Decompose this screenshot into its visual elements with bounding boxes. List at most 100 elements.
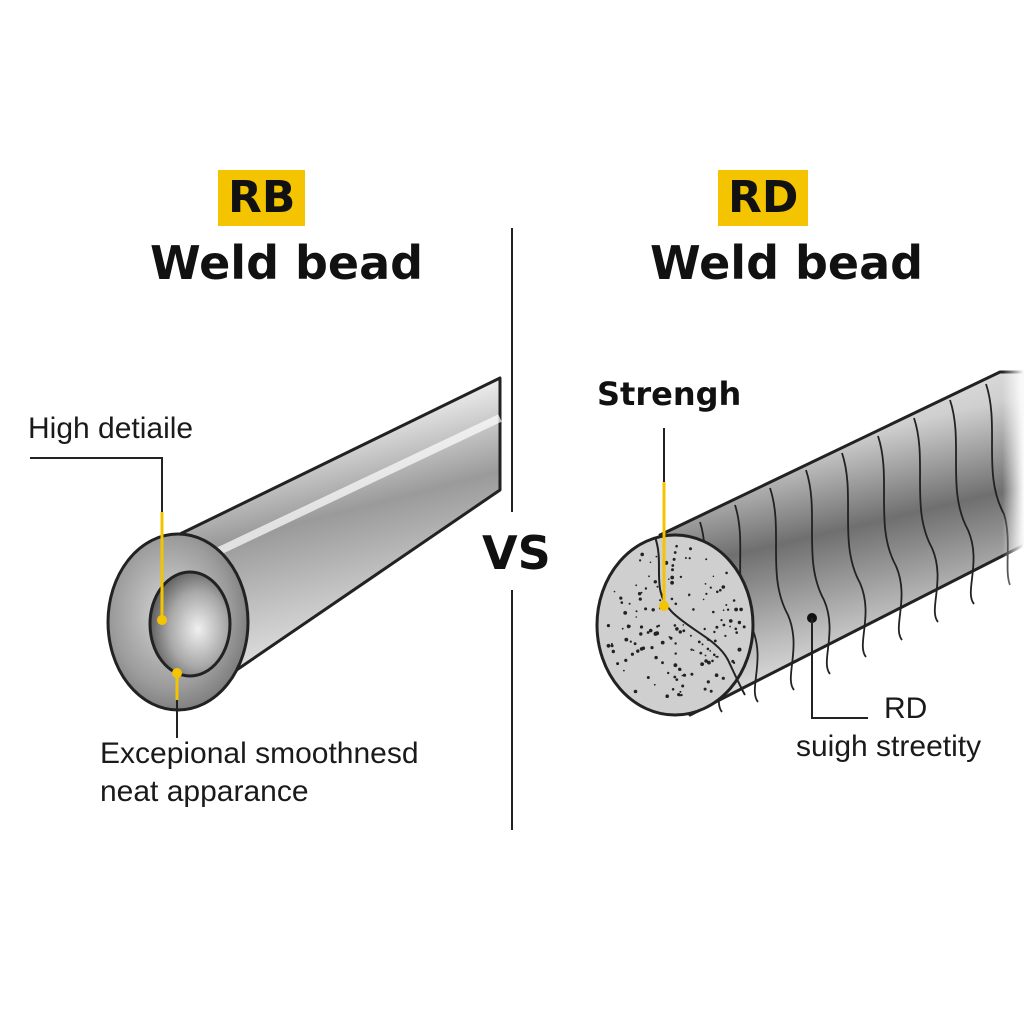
speckle [635, 584, 638, 587]
right-label-bottom-1: RD [884, 692, 928, 725]
speckle [722, 609, 725, 611]
speckle [704, 659, 708, 663]
speckle [673, 675, 677, 679]
speckle [706, 680, 710, 684]
speckle [659, 599, 662, 602]
speckle [705, 558, 708, 561]
left-badge: RB [218, 170, 306, 226]
speckle [633, 689, 638, 694]
callout-line-top [30, 457, 163, 512]
speckle [610, 644, 614, 648]
speckle [639, 559, 642, 562]
left-label-top: High detiaile [28, 412, 194, 445]
speckle [668, 636, 671, 638]
speckle [675, 544, 678, 548]
right-title: Weld bead [650, 236, 924, 290]
speckle [713, 639, 717, 643]
speckle [678, 630, 682, 634]
speckle [739, 607, 743, 612]
speckle [704, 583, 707, 585]
right-label-bottom-2: suigh streetity [796, 730, 982, 763]
speckle [688, 557, 691, 560]
speckle [677, 693, 681, 697]
speckle [732, 599, 736, 602]
speckle [684, 557, 687, 559]
speckle [611, 642, 613, 645]
speckle [711, 659, 714, 663]
speckle [716, 590, 719, 594]
speckle [660, 640, 665, 645]
speckle [712, 575, 715, 578]
speckle [713, 630, 716, 634]
speckle [705, 592, 708, 596]
right-badge: RD [718, 170, 809, 226]
speckle [682, 624, 685, 626]
speckle [648, 575, 650, 578]
speckle [709, 650, 712, 652]
speckle [629, 640, 632, 643]
speckle [619, 596, 623, 600]
speckle [737, 620, 742, 625]
speckle [725, 604, 728, 606]
speckle [668, 578, 670, 580]
speckle [640, 591, 643, 594]
speckle [706, 638, 710, 641]
speckle [721, 676, 725, 680]
speckle [722, 623, 726, 627]
speckle [721, 585, 726, 589]
speckle [729, 625, 731, 628]
speckle [709, 586, 712, 589]
speckle [679, 575, 683, 579]
speckle [689, 547, 692, 551]
speckle [726, 608, 730, 611]
speckle [675, 627, 679, 631]
speckle [690, 648, 693, 651]
speckle [689, 634, 692, 637]
speckle [661, 661, 664, 665]
speckle [624, 637, 629, 642]
speckle [735, 631, 738, 634]
speckle [633, 642, 637, 646]
speckle [673, 551, 677, 554]
speckle [670, 580, 674, 585]
speckle [703, 687, 707, 691]
speckle [692, 608, 695, 611]
speckle [716, 655, 719, 658]
speckle [734, 627, 738, 631]
speckle [649, 561, 652, 564]
speckle [656, 625, 659, 628]
speckle [644, 587, 648, 590]
speckle [670, 597, 674, 601]
speckle [621, 627, 624, 630]
speckle [725, 571, 728, 575]
speckle [665, 694, 669, 698]
speckle [637, 592, 642, 596]
speckle [674, 602, 678, 606]
speckle [646, 631, 650, 634]
speckle [644, 607, 648, 611]
right-label-top: Strengh [597, 375, 742, 413]
speckle [623, 669, 625, 672]
speckle [628, 602, 631, 605]
speckle [704, 654, 707, 657]
speckle [606, 624, 611, 628]
speckle [682, 629, 686, 633]
speckle [611, 649, 615, 654]
speckle [674, 652, 677, 655]
speckle [623, 611, 628, 615]
speckle [635, 616, 638, 618]
speckle [692, 649, 695, 651]
speckle [671, 568, 674, 572]
speckle [688, 593, 691, 596]
smooth-tube-icon [106, 376, 502, 712]
speckle [673, 624, 677, 627]
textured-rod-icon [595, 360, 1024, 740]
speckle [669, 636, 673, 640]
speckle [702, 598, 705, 601]
speckle [712, 610, 715, 614]
speckle [648, 628, 653, 633]
speckle [638, 597, 642, 601]
left-title: Weld bead [150, 236, 424, 290]
speckle [690, 672, 694, 676]
